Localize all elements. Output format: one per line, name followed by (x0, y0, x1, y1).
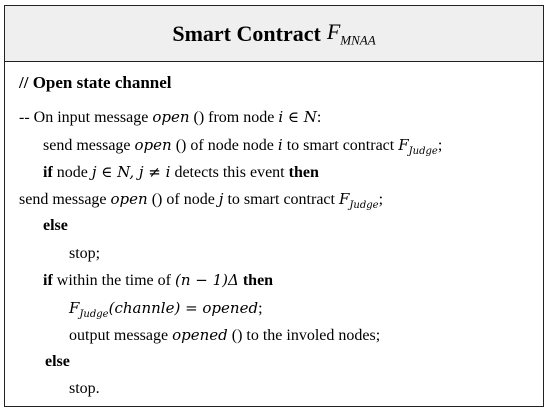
code-line-5: else (43, 217, 68, 234)
algorithm-title: Smart Contract (172, 20, 321, 46)
code-line-10: else (45, 353, 70, 370)
code-line-2: send message open () of node node i to s… (43, 136, 443, 157)
code-line-1: -- On input message open () from node i … (19, 108, 322, 126)
contract-symbol: FMNAA (326, 18, 376, 48)
comment-line: // Open state channel (19, 73, 172, 92)
code-line-4: send message open () of node j to smart … (19, 190, 384, 211)
algorithm-header: Smart Contract FMNAA (5, 6, 543, 62)
code-line-8: FJudge(channle) = opened; (69, 299, 263, 320)
code-line-9: output message opened () to the involed … (69, 326, 381, 344)
code-line-6: stop; (69, 245, 101, 262)
algorithm-box: Smart Contract FMNAA // Open state chann… (4, 5, 544, 407)
code-line-11: stop. (69, 380, 100, 397)
code-line-3: if node j ∈ N, j ≠ i detects this event … (43, 163, 319, 181)
algorithm-body: // Open state channel -- On input messag… (5, 62, 543, 406)
code-line-7: if within the time of (n − 1)Δ then (43, 271, 274, 289)
